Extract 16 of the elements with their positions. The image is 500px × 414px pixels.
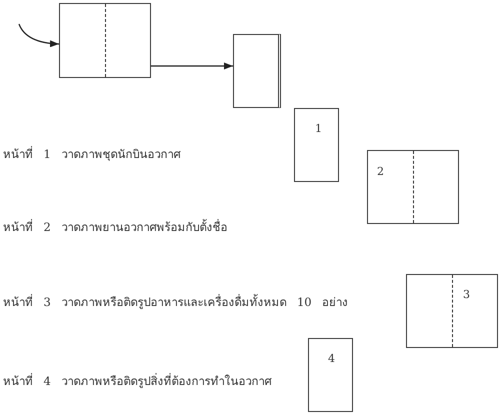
folded-booklet [233,34,281,108]
paper-sheet [59,3,151,78]
page-number: 4 [328,353,335,364]
booklet-page [406,274,498,348]
instruction-text: หน้าที่ 4 วาดภาพหรือติดรูปสิ่งที่ต้องการทำในอวกาศ [3,374,272,389]
instruction-text: หน้าที่ 2 วาดภาพยานอวกาศพร้อมกับตั้งชื่อ [3,220,228,235]
instruction-text: หน้าที่ 1 วาดภาพชุดนักบินอวกาศ [3,147,180,162]
booklet-page [367,150,459,224]
curved-arrow [18,24,60,47]
instruction-text: หน้าที่ 3 วาดภาพหรือติดรูปอาหารและเครื่องดื่มทั้งหมด 10 อย่าง [3,295,348,310]
booklet-page [308,338,353,412]
page-number: 1 [315,123,322,134]
booklet-page [294,108,339,182]
page-number: 3 [463,289,470,300]
page-number: 2 [377,166,384,177]
arrow [151,62,233,70]
